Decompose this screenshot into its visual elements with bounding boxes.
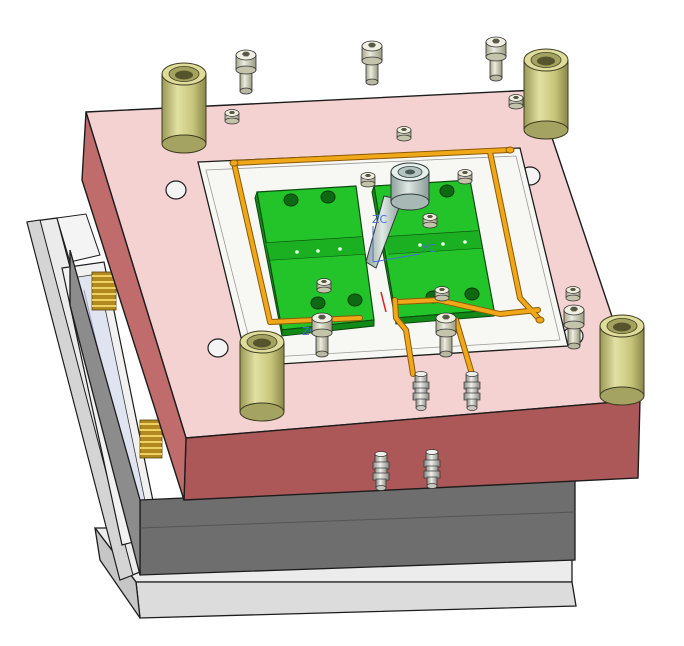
cooling-plug [229, 146, 545, 324]
bolt-top-left [235, 49, 257, 95]
axis-label-y: YC [421, 242, 436, 255]
bolt-insert-right [457, 169, 473, 185]
runner-line [380, 291, 387, 313]
bolt-right-upper [508, 94, 524, 110]
bolt-left-upper [224, 109, 240, 125]
ejector-spring-upper [91, 271, 117, 311]
ejector-spring-lower [139, 419, 163, 459]
guide-bushing-bottom-left [239, 330, 285, 422]
guide-bushing-bottom-right [599, 314, 645, 406]
bolt-insert-center [422, 213, 438, 229]
b-plate [69, 249, 576, 576]
sprue-bushing-icon [365, 162, 430, 269]
bolt-right-side [565, 286, 581, 302]
bolt-center-top [396, 126, 412, 142]
cooling-circuit [231, 147, 543, 377]
guide-bushing-top-right [523, 48, 569, 140]
axis-label-z: ZC [372, 213, 388, 226]
bolt-top-center [361, 40, 383, 86]
bolt-insert-low-left [316, 278, 332, 294]
guide-bushing-top-left [161, 62, 207, 154]
bolt-insert-left [360, 172, 376, 188]
bolt-insert-low-right [434, 286, 450, 302]
bolt-top-right [485, 36, 507, 82]
